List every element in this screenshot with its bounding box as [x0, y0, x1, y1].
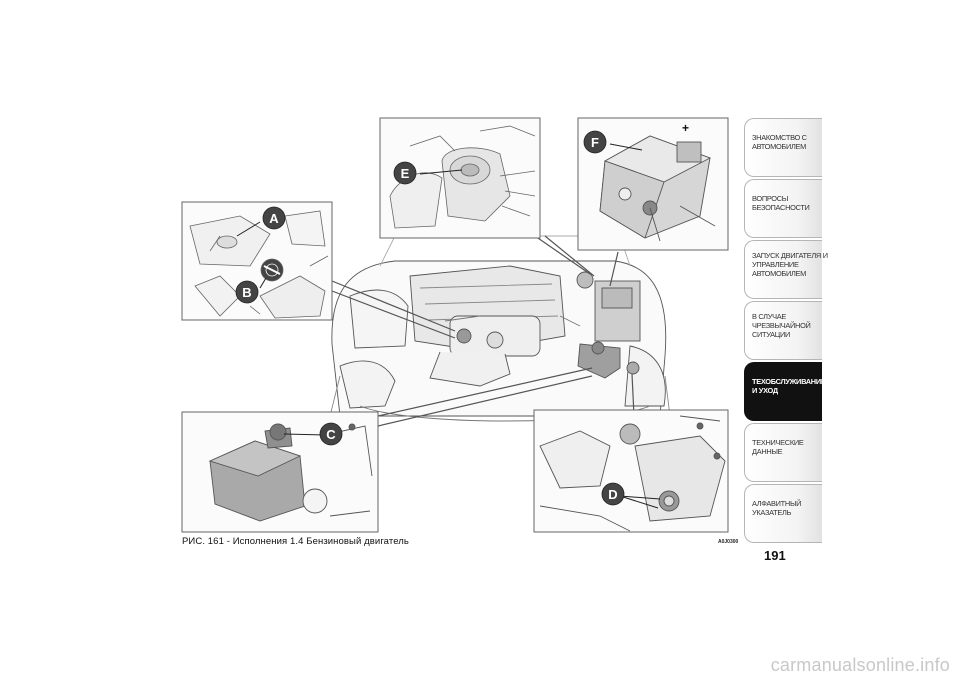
- svg-text:C: C: [326, 427, 336, 442]
- svg-text:D: D: [608, 487, 617, 502]
- inset-d: [533, 409, 729, 533]
- callout-e: E: [393, 161, 417, 185]
- chapter-tabs: ЗНАКОМСТВО С АВТОМОБИЛЕМ ВОПРОСЫ БЕЗОПАС…: [744, 118, 828, 545]
- callout-f: F: [583, 130, 607, 154]
- tab-starting-driving[interactable]: ЗАПУСК ДВИГАТЕЛЯ И УПРАВЛЕНИЕ АВТОМОБИЛЕ…: [744, 240, 828, 299]
- watermark: carmanualsonline.info: [770, 655, 950, 675]
- svg-text:A: A: [269, 211, 279, 226]
- tab-technical-data[interactable]: ТЕХНИЧЕСКИЕ ДАННЫЕ: [744, 423, 822, 482]
- callout-b: B: [235, 280, 259, 304]
- main-engine-bay: [329, 235, 671, 422]
- engine-bay-illustration: +: [181, 117, 729, 533]
- tab-emergency[interactable]: В СЛУЧАЕ ЧРЕЗВЫЧАЙНОЙ СИТУАЦИИ: [744, 301, 822, 360]
- engine-bay-figure: +: [180, 116, 740, 536]
- callout-d: D: [601, 482, 625, 506]
- callout-a: A: [262, 206, 286, 230]
- inset-c: [181, 411, 379, 533]
- tab-index[interactable]: АЛФАВИТНЫЙ УКАЗАТЕЛЬ: [744, 484, 822, 543]
- inset-ab: [181, 201, 333, 321]
- tab-introduction[interactable]: ЗНАКОМСТВО С АВТОМОБИЛЕМ: [744, 118, 822, 177]
- page-number: 191: [764, 548, 786, 563]
- battery-plus-symbol: +: [682, 121, 689, 135]
- tab-safety[interactable]: ВОПРОСЫ БЕЗОПАСНОСТИ: [744, 179, 822, 238]
- callout-c: C: [319, 422, 343, 446]
- svg-text:F: F: [591, 135, 599, 150]
- svg-text:E: E: [401, 166, 410, 181]
- leader-lines: [331, 235, 635, 427]
- figure-code: A0J0300: [718, 539, 739, 545]
- figure-caption: РИС. 161 - Исполнения 1.4 Бензиновый дви…: [182, 536, 409, 547]
- svg-text:B: B: [242, 285, 251, 300]
- callout-labels: A B C D E F: [235, 130, 625, 506]
- tab-maintenance[interactable]: ТЕХОБСЛУЖИВАНИЕ И УХОД: [744, 362, 826, 421]
